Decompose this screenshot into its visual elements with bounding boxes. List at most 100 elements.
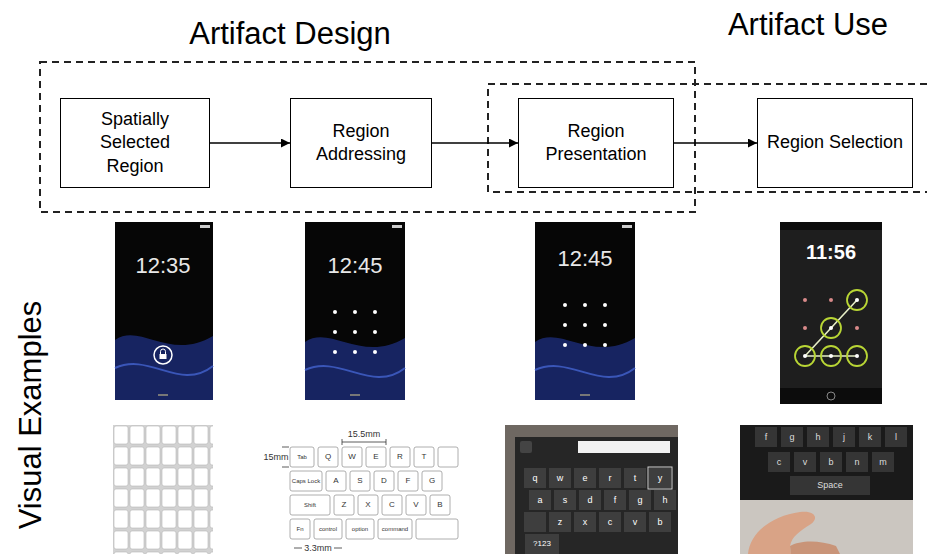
process-box: Spatially Selected Region xyxy=(60,98,210,188)
illustration-text: Caps Lock xyxy=(292,478,320,484)
illustration-text: f xyxy=(614,496,617,505)
phone-screenshot-part xyxy=(305,337,405,400)
illustration-text: h xyxy=(815,433,820,442)
illustration-text: Tab xyxy=(297,454,307,460)
virtual-keyboard-photo-part-part xyxy=(574,468,596,488)
illustration-text: 12:35 xyxy=(135,255,190,277)
phone-screenshot-part-part xyxy=(855,298,859,302)
illustration-text: 3.3mm xyxy=(304,544,332,553)
virtual-keyboard-photo-part-part xyxy=(649,468,671,488)
phone-screenshot-part-part xyxy=(353,350,357,354)
phone-screenshot-part xyxy=(115,364,213,375)
keyboard-dimension-drawing-part-part xyxy=(378,519,412,539)
flow-arrow xyxy=(674,142,757,144)
keyboard-dimension-drawing-part-part xyxy=(416,519,458,539)
virtual-keyboard-photo-part-part xyxy=(599,468,621,488)
phone-screenshot-part-part xyxy=(583,303,587,307)
phone-screenshot-part-part xyxy=(563,323,567,327)
virtual-keyboard-photo-part xyxy=(524,468,676,554)
illustration-text: 12:45 xyxy=(557,248,612,270)
phone-screenshot-part-part xyxy=(373,310,377,314)
section-heading: Visual Examples xyxy=(15,301,46,530)
phone-screenshot-part xyxy=(115,335,213,400)
illustration-text: g xyxy=(789,433,794,442)
phone-screenshot-part xyxy=(350,394,360,396)
mid-air-keyboard-photo-part-part xyxy=(768,452,790,472)
box-label: Region Selection xyxy=(767,131,903,154)
phone-screenshot-part-part xyxy=(563,343,567,347)
phone-screenshot-part xyxy=(161,349,166,354)
flow-arrow xyxy=(210,142,290,144)
mid-air-keyboard-photo xyxy=(740,425,913,554)
mid-air-keyboard-photo-part-part xyxy=(794,452,816,472)
illustration-text: m xyxy=(879,458,887,467)
virtual-keyboard-photo-part xyxy=(515,437,678,554)
keyboard-dimension-drawing-part xyxy=(282,439,386,548)
illustration-text: s xyxy=(563,496,568,505)
process-box: Region Selection xyxy=(757,98,913,188)
mid-air-keyboard-photo-part-part xyxy=(885,427,907,447)
mid-air-keyboard-photo-part xyxy=(755,427,907,495)
illustration-text: 12:45 xyxy=(327,255,382,277)
keyboard-photo xyxy=(113,425,213,554)
phone-screenshot-part xyxy=(803,298,859,358)
phone-screenshot-part-part xyxy=(803,326,807,330)
phone-screenshot-part xyxy=(563,303,607,347)
phone-screenshot-part-part xyxy=(855,326,859,330)
keyboard-dimension-drawing-part-part xyxy=(342,442,386,443)
group-outline xyxy=(40,62,927,212)
illustration-text: f xyxy=(765,433,768,442)
keyboard-dimension-drawing-part-part xyxy=(314,519,342,539)
virtual-keyboard-photo-part-part xyxy=(524,468,546,488)
illustration-text: v xyxy=(803,458,808,467)
phone-screenshot-part-part xyxy=(563,303,567,307)
phone-screenshot-part-part xyxy=(603,303,607,307)
phone-screenshot-part-part xyxy=(333,350,337,354)
illustration-text: r xyxy=(609,474,612,483)
phone-screenshot-part xyxy=(780,388,882,404)
mid-air-keyboard-photo-part-part xyxy=(807,427,829,447)
phone-screenshot-part-part xyxy=(847,346,867,366)
illustration-text: C xyxy=(389,501,395,509)
mid-air-keyboard-photo-part-part xyxy=(833,427,855,447)
illustration-text: x xyxy=(583,518,588,527)
phone-screenshot xyxy=(305,222,405,400)
phone-screenshot-part-part xyxy=(829,326,833,330)
illustration-text: j xyxy=(843,433,845,442)
illustration-text: T xyxy=(422,453,427,461)
illustration-text: A xyxy=(333,477,338,485)
keyboard-dimension-drawing xyxy=(263,425,460,554)
virtual-keyboard-photo-part-part xyxy=(554,490,576,510)
illustration-text: b xyxy=(828,458,833,467)
illustration-text: v xyxy=(633,518,638,527)
illustration-text: ?123 xyxy=(533,540,551,548)
section-heading: Artifact Use xyxy=(728,9,888,40)
keyboard-dimension-drawing-part-part xyxy=(318,447,338,467)
flow-arrow xyxy=(432,142,518,144)
phone-screenshot-part xyxy=(535,366,635,377)
keyboard-dimension-drawing-part-part xyxy=(282,467,289,468)
illustration-text: Shift xyxy=(304,502,316,508)
keyboard-dimension-drawing-part-part xyxy=(342,447,362,467)
mid-air-keyboard-photo-part xyxy=(740,425,913,554)
illustration-text: Fn xyxy=(296,526,303,532)
phone-screenshot-part xyxy=(333,310,377,354)
illustration-text: B xyxy=(437,501,442,509)
illustration-text: command xyxy=(382,526,408,532)
phone-screenshot-part-part xyxy=(373,350,377,354)
keyboard-dimension-drawing-part-part xyxy=(342,439,343,445)
illustration-text: l xyxy=(895,433,897,442)
phone-screenshot xyxy=(780,222,882,404)
mid-air-keyboard-photo-part-part xyxy=(859,427,881,447)
mid-air-keyboard-photo-part-part xyxy=(820,452,842,472)
virtual-keyboard-photo-part xyxy=(505,425,678,554)
illustration-text: c xyxy=(608,518,613,527)
mid-air-keyboard-photo-part-part xyxy=(872,452,894,472)
keyboard-dimension-drawing-part-part xyxy=(350,471,370,491)
phone-screenshot-part xyxy=(803,298,859,330)
illustration-text: t xyxy=(634,474,637,483)
illustration-text: k xyxy=(868,433,873,442)
illustration-text: 11:56 xyxy=(806,242,856,262)
illustration-text: h xyxy=(662,496,667,505)
